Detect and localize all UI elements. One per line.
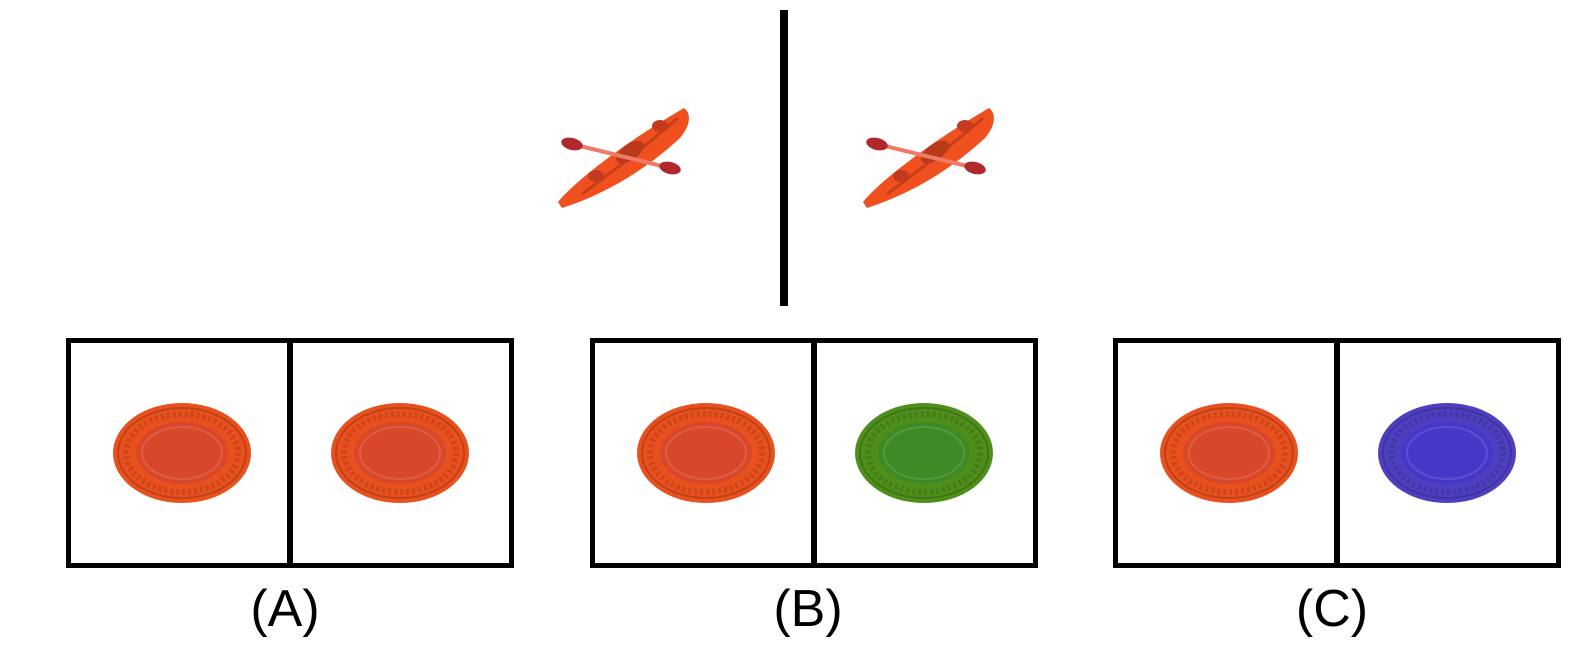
plate-icon	[111, 401, 253, 505]
plate-icon	[853, 401, 995, 505]
plate-icon	[635, 401, 777, 505]
plate-icon	[1376, 401, 1518, 505]
plate-icon	[329, 401, 471, 505]
option-a-box[interactable]	[66, 338, 514, 568]
kayak-left-icon	[552, 104, 697, 214]
kayak-right-icon	[857, 104, 1002, 214]
option-c-box[interactable]	[1113, 338, 1561, 568]
option-c-label: (C)	[1295, 580, 1369, 638]
option-b-label: (B)	[773, 580, 843, 638]
option-divider	[811, 343, 817, 563]
stimulus-divider	[780, 10, 788, 306]
option-divider	[287, 343, 293, 563]
option-b-box[interactable]	[590, 338, 1038, 568]
option-a-label: (A)	[250, 580, 320, 638]
plate-icon	[1158, 401, 1300, 505]
option-divider	[1334, 343, 1340, 563]
